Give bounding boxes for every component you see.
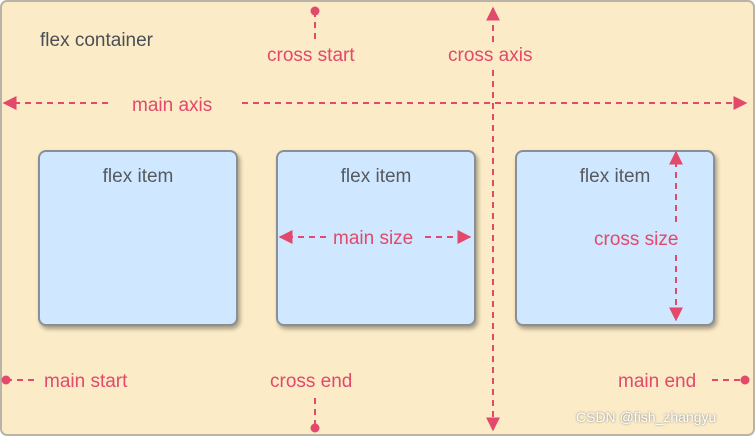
main-size-label: main size	[333, 228, 414, 249]
cross-end-dot	[310, 423, 320, 433]
cross-axis-label: cross axis	[448, 45, 533, 66]
cross-start-label: cross start	[267, 45, 355, 66]
flex-container-label: flex container	[40, 30, 154, 51]
flex-item-label: flex item	[340, 166, 412, 187]
main-end-label: main end	[618, 371, 697, 392]
main-start-dot	[1, 375, 11, 385]
main-end-dot	[740, 375, 750, 385]
cross-size-label: cross size	[594, 229, 679, 250]
main-start-label: main start	[44, 371, 128, 392]
main-axis-label: main axis	[132, 95, 213, 116]
watermark: CSDN @fish_zhangyu	[576, 409, 717, 425]
flex-item-3: flex item	[515, 150, 715, 326]
cross-end-label: cross end	[270, 371, 353, 392]
cross-start-dot	[310, 6, 320, 16]
flex-item-1: flex item	[38, 150, 238, 326]
flex-item-label: flex item	[579, 166, 651, 187]
flex-item-label: flex item	[102, 166, 174, 187]
